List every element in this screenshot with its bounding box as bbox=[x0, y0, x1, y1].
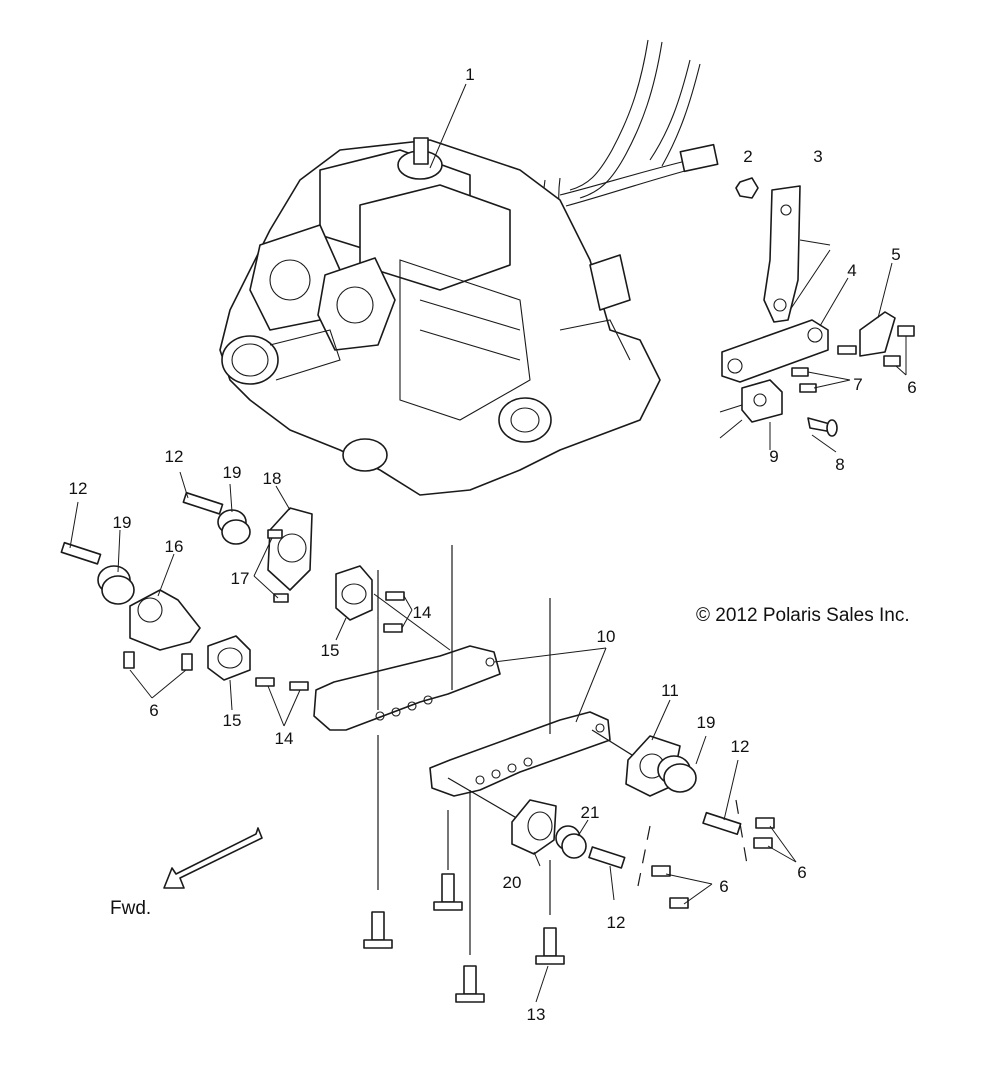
bushing-21 bbox=[555, 825, 587, 859]
callout-3: 3 bbox=[813, 147, 822, 166]
callout-16: 16 bbox=[165, 537, 184, 556]
bolt-13b bbox=[433, 873, 463, 911]
callout-13: 13 bbox=[527, 1005, 546, 1024]
callout-11: 11 bbox=[661, 681, 679, 700]
callout-14-upper: 14 bbox=[413, 603, 432, 622]
callout-12-left: 12 bbox=[69, 479, 88, 498]
screw-6c bbox=[123, 651, 135, 669]
screw-17b bbox=[273, 593, 289, 603]
forward-arrow bbox=[163, 827, 263, 889]
callout-10: 10 bbox=[597, 627, 616, 646]
isolator-15b bbox=[207, 635, 251, 681]
callout-8: 8 bbox=[835, 455, 844, 474]
callout-6-lower: 6 bbox=[719, 877, 728, 896]
screw-17a bbox=[267, 529, 283, 539]
rail-10b bbox=[429, 711, 611, 797]
callout-7: 7 bbox=[853, 375, 862, 394]
screw-7b bbox=[799, 383, 817, 393]
bolts-13 bbox=[363, 873, 565, 1003]
screw-8 bbox=[807, 417, 838, 437]
isolator-15a bbox=[335, 565, 373, 621]
callout-19-left: 19 bbox=[113, 513, 132, 532]
callout-12-upper: 12 bbox=[165, 447, 184, 466]
bolt-13c bbox=[455, 965, 485, 1003]
callout-9: 9 bbox=[769, 447, 778, 466]
bracket-18 bbox=[267, 507, 313, 591]
rail-10a bbox=[313, 645, 501, 731]
mount-rails bbox=[313, 545, 641, 955]
link-4 bbox=[721, 319, 829, 383]
callout-2: 2 bbox=[743, 147, 752, 166]
callout-6-lower-right: 6 bbox=[797, 863, 806, 882]
callout-15-upper: 15 bbox=[321, 641, 340, 660]
bolt-13d bbox=[535, 927, 565, 965]
bolt-12d bbox=[588, 846, 626, 869]
bracket-3 bbox=[763, 185, 801, 323]
bushing-19b bbox=[217, 509, 251, 545]
housing-16 bbox=[129, 589, 201, 651]
bolt-12c bbox=[702, 811, 742, 836]
right-mount-group bbox=[511, 699, 797, 909]
bushing-19a bbox=[97, 565, 135, 605]
plate-5 bbox=[859, 311, 896, 357]
bolt-12b bbox=[182, 491, 224, 515]
callout-19-right: 19 bbox=[697, 713, 716, 732]
rear-mount-bracket-group bbox=[429, 83, 915, 453]
engine-assembly bbox=[219, 39, 719, 496]
copyright-notice: © 2012 Polaris Sales Inc. bbox=[696, 605, 910, 626]
callout-18: 18 bbox=[263, 469, 282, 488]
screw-6a bbox=[897, 325, 915, 337]
callout-6-left: 6 bbox=[149, 701, 158, 720]
bushing-19c bbox=[657, 755, 697, 793]
callout-12-right: 12 bbox=[731, 737, 750, 756]
flange-20 bbox=[511, 799, 557, 855]
callout-21: 21 bbox=[581, 803, 600, 822]
bolt-13a bbox=[363, 911, 393, 949]
callout-1: 1 bbox=[465, 65, 474, 84]
callout-17: 17 bbox=[231, 569, 250, 588]
callout-4: 4 bbox=[847, 261, 856, 280]
bolt-12a bbox=[60, 541, 102, 565]
screw-6b bbox=[883, 355, 901, 367]
callout-12-lower: 12 bbox=[607, 913, 626, 932]
callout-5: 5 bbox=[891, 245, 900, 264]
callout-6-right: 6 bbox=[907, 378, 916, 397]
callout-15-lower: 15 bbox=[223, 711, 242, 730]
callout-14-lower: 14 bbox=[275, 729, 294, 748]
callout-20: 20 bbox=[503, 873, 522, 892]
screw-7a bbox=[791, 367, 809, 377]
forward-label: Fwd. bbox=[110, 898, 151, 919]
callout-labels: 1 2 3 4 5 6 7 8 9 10 11 12 12 12 12 13 1… bbox=[69, 65, 917, 1024]
left-mount-group bbox=[60, 471, 313, 699]
screw-6d bbox=[181, 653, 193, 671]
callout-19-upper: 19 bbox=[223, 463, 242, 482]
nut-2 bbox=[735, 177, 759, 199]
block-9 bbox=[741, 379, 783, 423]
isolator-group bbox=[207, 565, 451, 727]
